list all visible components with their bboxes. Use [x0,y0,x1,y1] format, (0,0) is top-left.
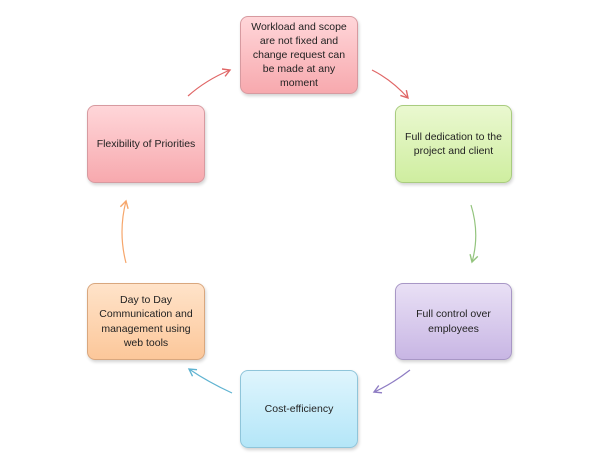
arrow-daytoday-to-flexibility [119,199,129,264]
node-day-to-day-communication-label: Day to Day Communication and management … [99,294,193,349]
node-full-dedication: Full dedication to the project and clien… [395,105,512,183]
node-workload-scope: Workload and scope are not fixed and cha… [240,16,358,94]
node-flexibility-of-priorities-label: Flexibility of Priorities [96,137,196,150]
arrow-dedication-to-control [469,204,479,264]
arrow-cost-to-daytoday [187,368,233,394]
node-cost-efficiency-label: Cost-efficiency [264,402,334,415]
node-full-control-label: Full control over employees [416,308,491,335]
node-workload-scope-label: Workload and scope are not fixed and cha… [251,20,347,90]
node-full-dedication-label: Full dedication to the project and clien… [405,130,502,157]
arrow-workload-to-dedication [371,69,409,100]
node-flexibility-of-priorities: Flexibility of Priorities [87,105,205,183]
node-day-to-day-communication: Day to Day Communication and management … [87,283,205,360]
arrow-flexibility-to-workload [187,68,232,97]
node-full-control: Full control over employees [395,283,512,360]
node-cost-efficiency: Cost-efficiency [240,370,358,448]
arrow-control-to-cost [372,369,411,394]
